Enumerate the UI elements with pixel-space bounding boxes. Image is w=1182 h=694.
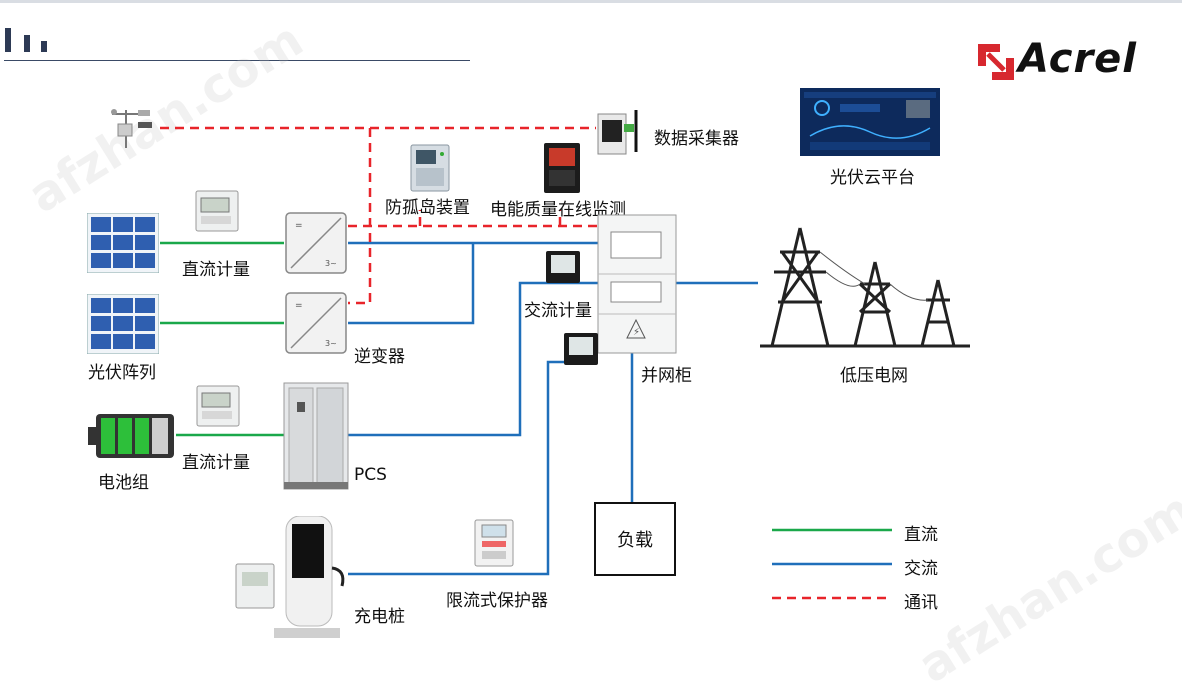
power-quality-monitor-icon [544, 143, 580, 193]
load-label: 负载 [617, 530, 653, 551]
grid-cabinet-label: 并网柜 [641, 366, 692, 386]
brand-logo: Acrel [1018, 36, 1138, 82]
charging-pile-label: 充电桩 [354, 607, 405, 627]
solar-panel-icon [87, 213, 159, 273]
low-voltage-grid-label: 低压电网 [840, 366, 908, 386]
power-tower-icon [760, 227, 970, 348]
load-box: 负载 [594, 502, 676, 576]
svg-text:3~: 3~ [325, 259, 337, 268]
charging-pile-icon [235, 516, 345, 638]
anti-islanding-label: 防孤岛装置 [385, 198, 470, 218]
pv-cloud-label: 光伏云平台 [830, 168, 915, 188]
grid-cabinet-icon: ⚡ [597, 214, 677, 354]
dc-meter-label: 直流计量 [182, 453, 250, 473]
legend-dc-label: 直流 [904, 525, 938, 545]
dc-meter-icon [196, 385, 240, 427]
inverter-icon: = 3~ [285, 292, 347, 354]
weather-station-icon [111, 109, 152, 148]
power-quality-label: 电能质量在线监测 [490, 200, 626, 220]
title-underline [4, 60, 470, 61]
data-collector-label: 数据采集器 [654, 129, 739, 149]
battery-icon [88, 414, 174, 458]
dc-meter-label: 直流计量 [182, 260, 250, 280]
data-collector-icon [597, 110, 638, 155]
pcs-cabinet-icon [283, 382, 349, 490]
svg-text:⚡: ⚡ [633, 327, 640, 338]
battery-label: 电池组 [98, 473, 149, 493]
ac-meter-label: 交流计量 [524, 301, 592, 321]
ac-line [348, 243, 475, 325]
ac-meter-icon [546, 251, 580, 283]
current-limiting-protector-icon [474, 519, 514, 567]
ac-meter-icon [564, 333, 598, 365]
cloud-platform-screen [800, 88, 940, 156]
inverter-label: 逆变器 [354, 347, 405, 367]
dc-meter-icon [195, 190, 239, 232]
acrel-logo-icon [978, 44, 1014, 80]
pcs-label: PCS [354, 465, 387, 485]
current-limiter-label: 限流式保护器 [446, 591, 548, 611]
svg-text:3~: 3~ [325, 339, 337, 348]
svg-text:=: = [295, 301, 303, 311]
solar-panel-icon [87, 294, 159, 354]
svg-text:=: = [295, 221, 303, 231]
legend-comm-label: 通讯 [904, 593, 938, 613]
pv-array-label: 光伏阵列 [88, 363, 156, 383]
comm-line [348, 128, 372, 305]
legend-ac-label: 交流 [904, 559, 938, 579]
legend-lines [772, 528, 892, 600]
top-border [0, 0, 1182, 3]
anti-islanding-device-icon [410, 144, 450, 192]
inverter-icon: = 3~ [285, 212, 347, 274]
